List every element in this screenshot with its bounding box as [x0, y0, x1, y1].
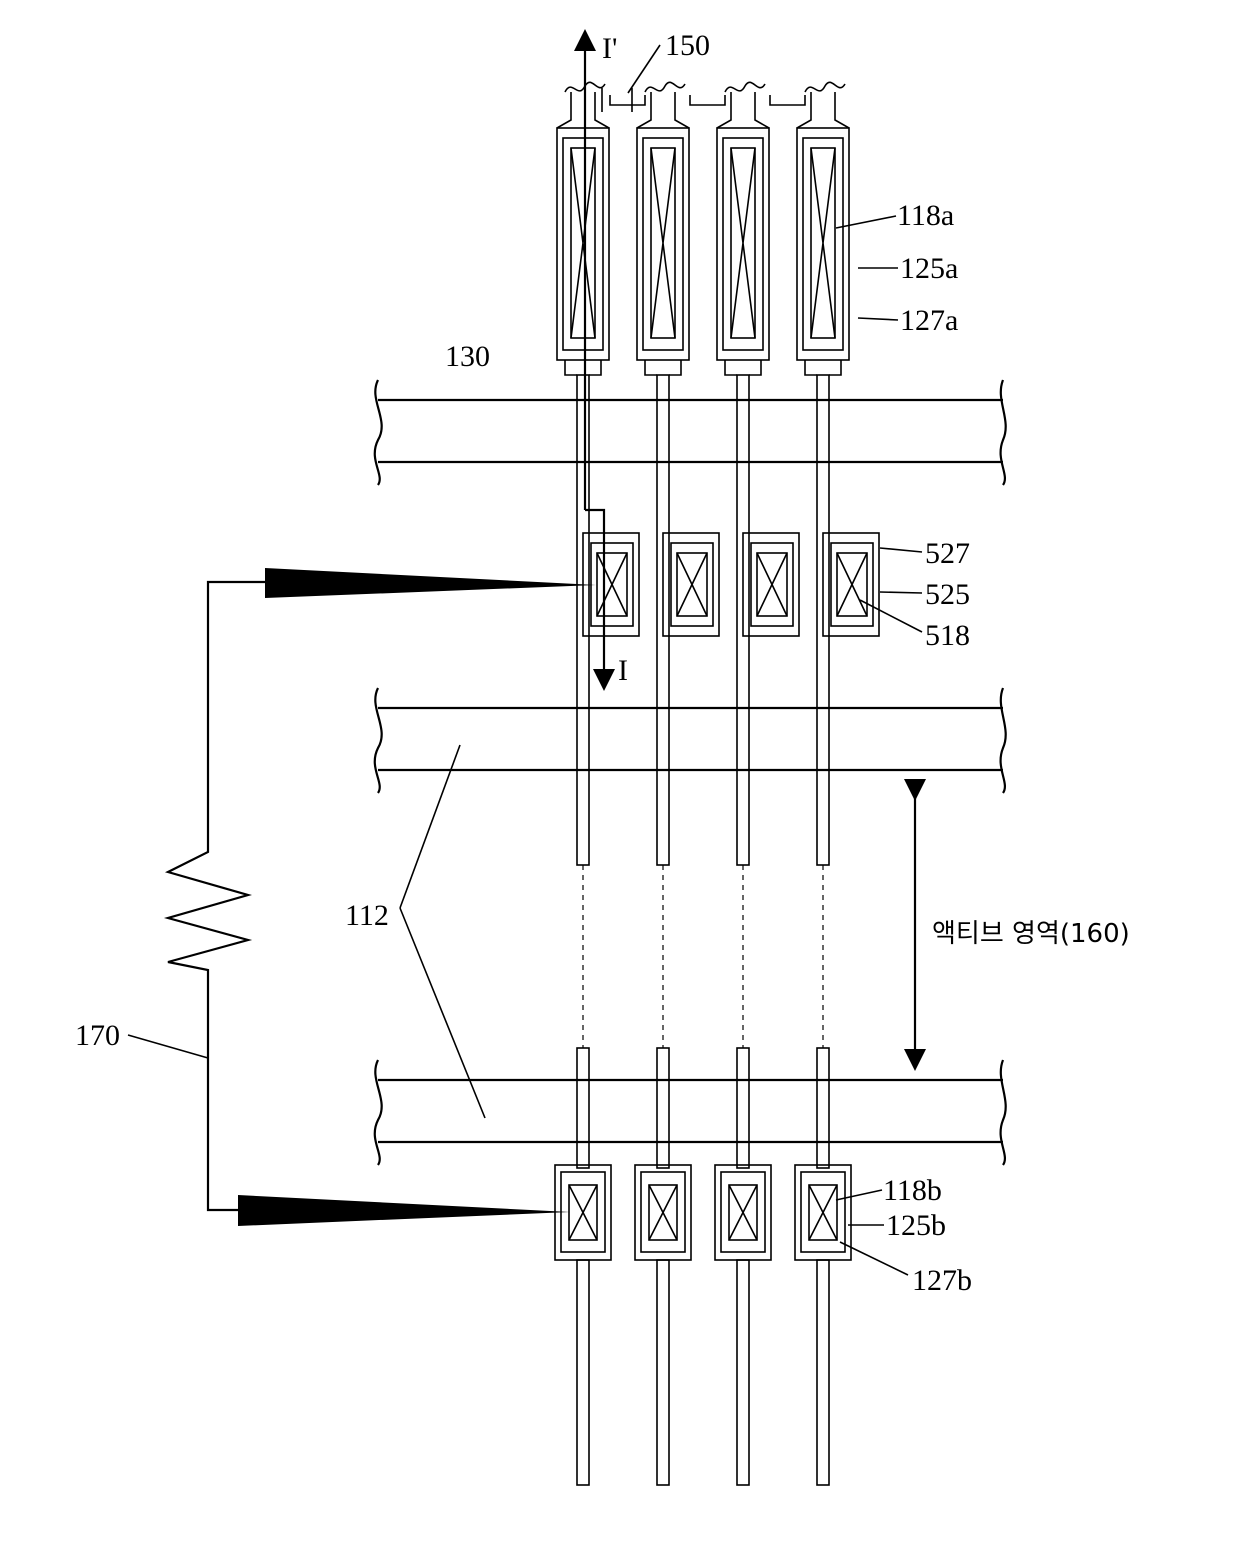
contact-518-4-x — [837, 553, 867, 616]
contact-118a-2-x — [651, 148, 675, 338]
bit-line-tail-4 — [817, 1260, 829, 1485]
bit-line-tail-1 — [577, 1260, 589, 1485]
contact-518-1-x — [597, 553, 627, 616]
label-active-region: 액티브 영역(160) — [932, 919, 1130, 949]
neck-bottom-1 — [565, 360, 601, 375]
bit-line-lower-1 — [577, 1048, 589, 1168]
label-127a: 127a — [900, 304, 958, 337]
word-line-130 — [375, 380, 1006, 485]
bit-line-tail-3 — [737, 1260, 749, 1485]
label-525: 525 — [925, 578, 970, 611]
label-i: I — [618, 654, 628, 687]
label-118b: 118b — [883, 1174, 942, 1207]
label-518: 518 — [925, 619, 970, 652]
bit-line-lower-2 — [657, 1048, 669, 1168]
bit-line-lower-3 — [737, 1048, 749, 1168]
word-line-112-lower — [375, 1060, 1006, 1165]
label-130: 130 — [445, 340, 490, 373]
contact-118b-1-x — [569, 1185, 597, 1240]
label-125b: 125b — [886, 1209, 946, 1242]
contact-118b-3-x — [729, 1185, 757, 1240]
neck-bottom-3 — [725, 360, 761, 375]
contact-518-3-x — [757, 553, 787, 616]
label-527: 527 — [925, 537, 970, 570]
top-break-lines — [565, 82, 845, 92]
contact-518-2-x — [677, 553, 707, 616]
label-112: 112 — [345, 899, 389, 932]
contact-118b-2-x — [649, 1185, 677, 1240]
neck-bottom-2 — [645, 360, 681, 375]
label-118a: 118a — [897, 199, 954, 232]
neck-bottom-4 — [805, 360, 841, 375]
bit-line-columns — [555, 92, 879, 1485]
contact-118a-1-x — [571, 148, 595, 338]
label-170: 170 — [75, 1019, 120, 1052]
contact-150-group — [602, 88, 805, 112]
probe-circuit-170 — [168, 568, 596, 1226]
label-iprime: I' — [602, 32, 617, 65]
contact-118a-4-x — [811, 148, 835, 338]
word-line-112-upper — [375, 688, 1006, 793]
contact-118b-4-x — [809, 1185, 837, 1240]
contact-118a-3-x — [731, 148, 755, 338]
bit-line-tail-2 — [657, 1260, 669, 1485]
label-150: 150 — [665, 29, 710, 62]
label-127b: 127b — [912, 1264, 972, 1297]
label-125a: 125a — [900, 252, 958, 285]
bit-line-lower-4 — [817, 1048, 829, 1168]
